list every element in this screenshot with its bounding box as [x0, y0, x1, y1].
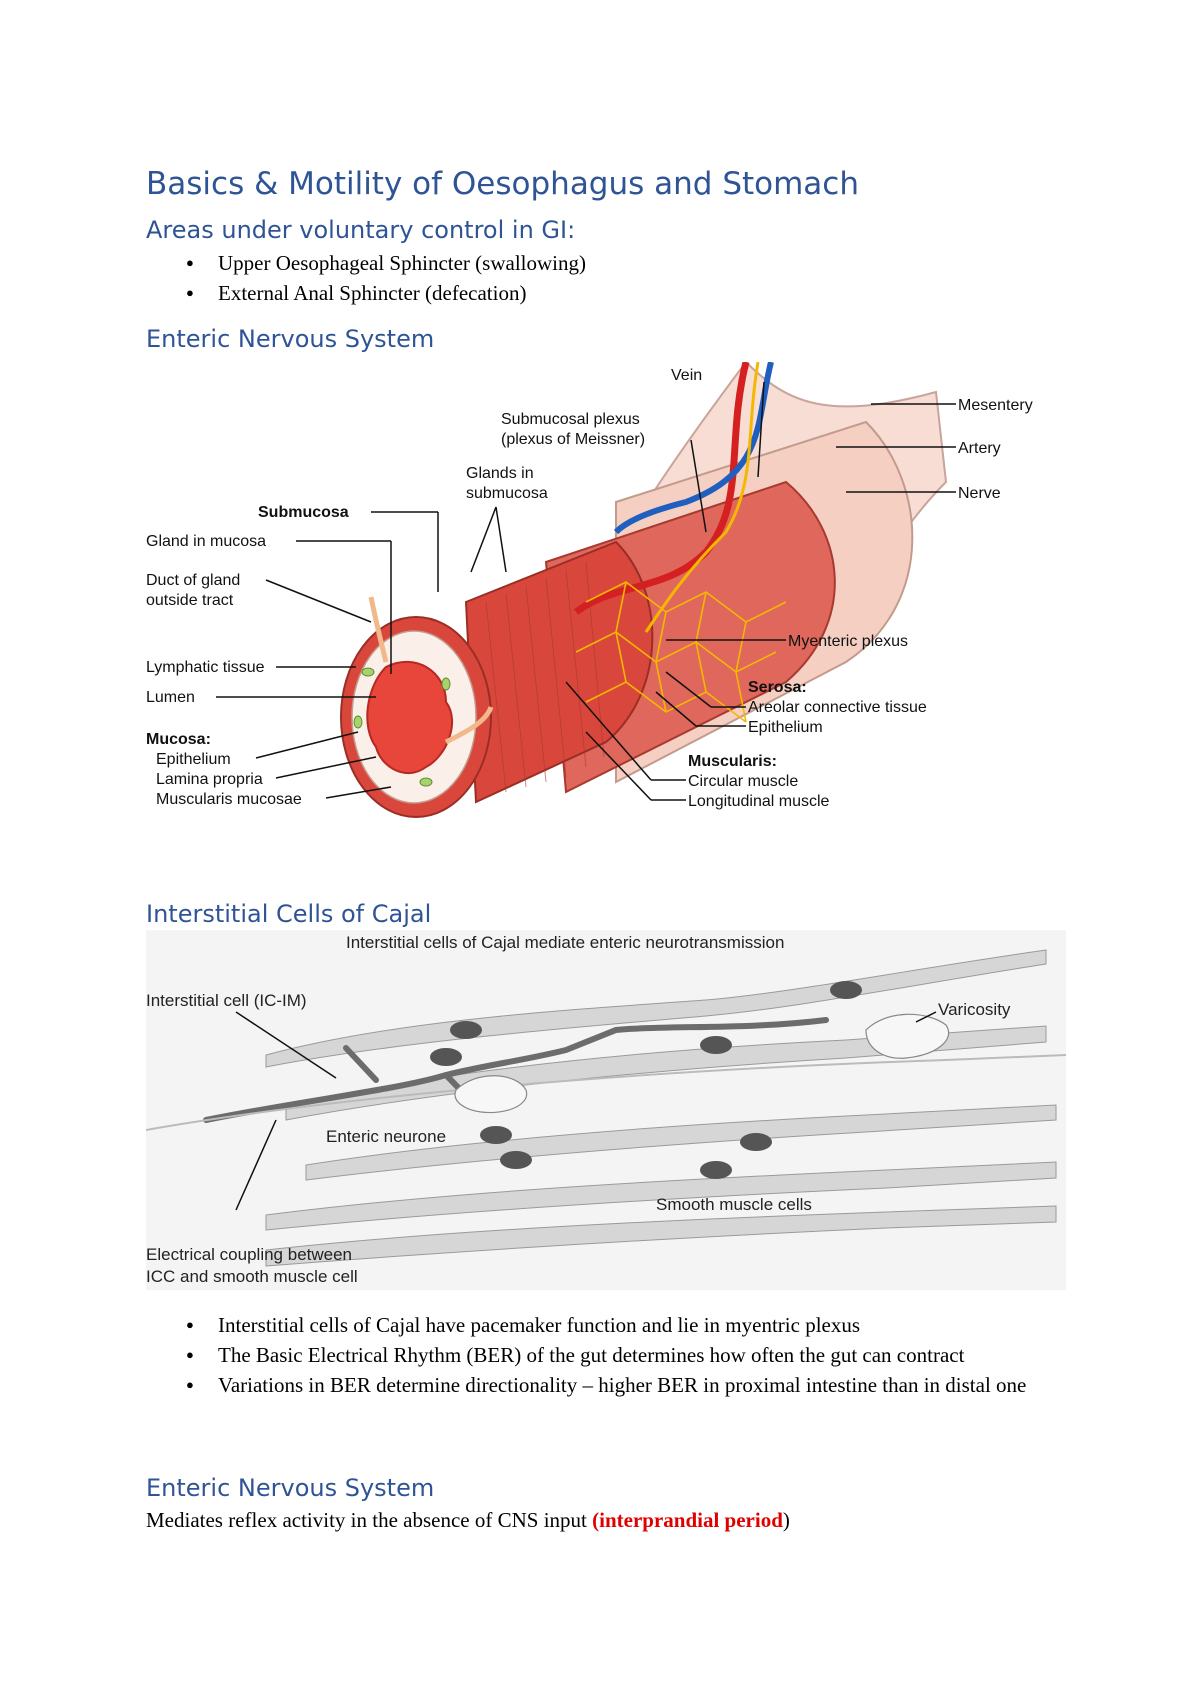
highlight-text: (interprandial period: [592, 1508, 783, 1532]
icc-diagram: Interstitial cells of Cajal mediate ente…: [146, 930, 1066, 1290]
ens-paragraph: Mediates reflex activity in the absence …: [146, 1508, 790, 1533]
ens-text-end: ): [782, 1508, 790, 1532]
varicosity-shape: [865, 1013, 950, 1059]
label-outside-tract: outside tract: [146, 592, 234, 609]
label-mesentery: Mesentery: [958, 397, 1033, 414]
icc-heading: Interstitial Cells of Cajal: [146, 900, 432, 928]
enteric-neurone-fibre: [146, 1054, 1066, 1131]
label-longitudinal-muscle: Longitudinal muscle: [688, 793, 830, 810]
plexus-network: [575, 581, 787, 723]
list-item: Interstitial cells of Cajal have pacemak…: [146, 1310, 1058, 1340]
label-lymphatic: Lymphatic tissue: [146, 659, 265, 676]
enteric-neurone-varicosity: [454, 1075, 528, 1114]
gut-wall-diagram: Vein Submucosal plexus (plexus of Meissn…: [146, 362, 1033, 818]
label-submucosal-plexus: Submucosal plexus: [501, 411, 640, 428]
label-lamina-propria: Lamina propria: [156, 771, 263, 788]
nuclei: [430, 981, 862, 1179]
icc-figure-caption: Interstitial cells of Cajal mediate ente…: [346, 933, 784, 952]
ens-text: Mediates reflex activity in the absence …: [146, 1508, 593, 1532]
icc-leader-lines: [235, 1011, 937, 1211]
gland-duct-submucosa: [444, 705, 494, 745]
label-muscularis-mucosae: Muscularis mucosae: [156, 791, 302, 808]
label-submucosal-plexus-2: (plexus of Meissner): [501, 431, 645, 448]
ens-heading-1: Enteric Nervous System: [146, 325, 435, 353]
lumen-shape: [366, 661, 454, 774]
label-nerve: Nerve: [958, 485, 1001, 502]
label-interstitial-cell: Interstitial cell (IC-IM): [146, 991, 307, 1010]
icc-list: Interstitial cells of Cajal have pacemak…: [146, 1310, 1058, 1400]
label-glands-submucosa: submucosa: [466, 485, 548, 502]
label-muscularis: Muscularis:: [688, 753, 777, 770]
leader-lines: [216, 381, 956, 801]
ens-heading-2: Enteric Nervous System: [146, 1474, 435, 1502]
page-title: Basics & Motility of Oesophagus and Stom…: [146, 166, 859, 202]
list-item: External Anal Sphincter (defecation): [146, 278, 1058, 308]
label-gland-in-mucosa: Gland in mucosa: [146, 533, 266, 550]
label-lumen: Lumen: [146, 689, 195, 706]
label-epithelium-mucosa: Epithelium: [156, 751, 231, 768]
label-vein: Vein: [671, 367, 702, 384]
label-enteric-neurone: Enteric neurone: [326, 1127, 446, 1146]
label-circular-muscle: Circular muscle: [688, 773, 798, 790]
label-glands-in: Glands in: [466, 465, 534, 482]
label-epithelium-serosa: Epithelium: [748, 719, 823, 736]
label-mucosa: Mucosa:: [146, 731, 211, 748]
label-artery: Artery: [958, 440, 1001, 457]
label-myenteric-plexus: Myenteric plexus: [788, 633, 908, 650]
interstitial-cell-network: [203, 1017, 829, 1123]
muscle-striations: [485, 561, 605, 793]
label-coupling-2: ICC and smooth muscle cell: [146, 1267, 358, 1286]
label-serosa: Serosa:: [748, 679, 807, 696]
lymphatic-nodules: [353, 667, 451, 787]
list-item: The Basic Electrical Rhythm (BER) of the…: [146, 1340, 1058, 1370]
duct-of-gland: [368, 596, 389, 663]
label-smooth-muscle: Smooth muscle cells: [656, 1195, 812, 1214]
label-varicosity: Varicosity: [938, 1000, 1011, 1019]
voluntary-heading: Areas under voluntary control in GI:: [146, 216, 576, 244]
list-item: Variations in BER determine directionali…: [146, 1370, 1058, 1400]
longitudinal-muscle: [464, 540, 654, 804]
list-item: Upper Oesophageal Sphincter (swallowing): [146, 248, 1058, 278]
label-areolar: Areolar connective tissue: [748, 699, 927, 716]
label-coupling-1: Electrical coupling between: [146, 1245, 352, 1264]
nerve-vessel: [644, 362, 760, 633]
label-duct-of-gland: Duct of gland: [146, 572, 240, 589]
voluntary-list: Upper Oesophageal Sphincter (swallowing)…: [146, 248, 1058, 308]
label-submucosa: Submucosa: [258, 504, 349, 521]
